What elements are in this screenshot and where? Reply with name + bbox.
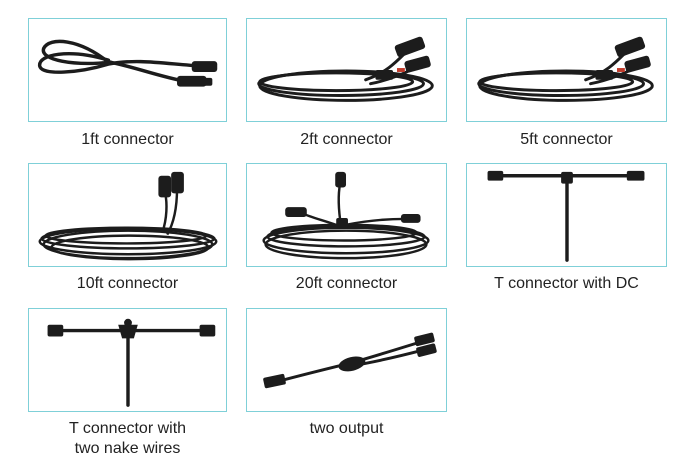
- two-output-icon: [263, 332, 437, 389]
- caption-two-output: two output: [309, 420, 384, 437]
- caption-10ft-connector: 10ft connector: [76, 275, 179, 292]
- cable-1ft-icon: [38, 39, 218, 87]
- caption-line-2: two nake wires: [74, 440, 181, 457]
- t-connector-two-wires-icon: [47, 318, 216, 407]
- product-image-t-connector-dc: [466, 163, 667, 267]
- product-image-1ft-connector: [28, 18, 227, 122]
- product-image-two-output: [246, 308, 447, 412]
- caption-5ft-connector: 5ft connector: [520, 131, 613, 148]
- product-image-5ft-connector: [466, 18, 667, 122]
- caption-t-connector-two-wires: T connector with two nake wires: [28, 419, 227, 459]
- product-image-10ft-connector: [28, 163, 227, 267]
- cable-5ft-icon: [477, 36, 654, 102]
- caption-line-1: T connector with: [68, 420, 187, 437]
- product-image-2ft-connector: [246, 18, 447, 122]
- product-image-20ft-connector: [246, 163, 447, 267]
- caption-20ft-connector: 20ft connector: [295, 275, 398, 292]
- product-image-t-connector-two-wires: [28, 308, 227, 412]
- caption-1ft-connector: 1ft connector: [81, 131, 174, 148]
- caption-t-connector-dc: T connector with DC: [494, 275, 639, 292]
- cable-20ft-icon: [262, 171, 430, 260]
- cable-10ft-icon: [38, 171, 218, 261]
- t-connector-dc-icon: [487, 170, 645, 262]
- cable-2ft-icon: [257, 36, 434, 102]
- caption-2ft-connector: 2ft connector: [300, 131, 393, 148]
